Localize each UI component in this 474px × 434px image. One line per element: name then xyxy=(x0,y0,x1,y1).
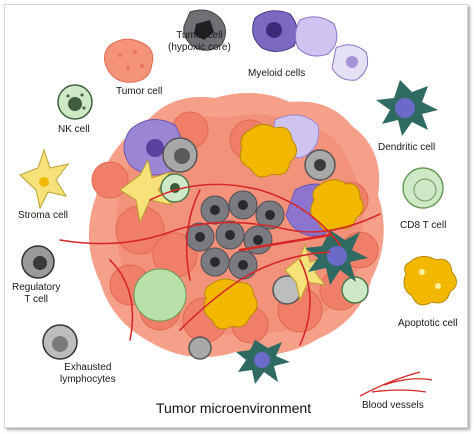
exhausted-lymphocytes-in-mass xyxy=(162,137,336,360)
cd8-t-cell-icon xyxy=(402,167,444,209)
nk-cell-icon xyxy=(57,84,93,120)
figure-title: Tumor microenvironment xyxy=(156,400,312,416)
label-myeloid-cells: Myeloid cells xyxy=(248,68,306,79)
label-cd8-t-cell: CD8 T cell xyxy=(400,220,447,231)
label-blood-vessels: Blood vessels xyxy=(362,400,424,411)
label-exhausted-lymphocytes: Exhausted lymphocytes xyxy=(60,362,116,386)
label-regulatory-line1: Regulatory xyxy=(12,282,61,293)
blood-vessels-icon xyxy=(359,371,433,397)
tumor-cell xyxy=(91,161,129,199)
stroma-cell-icon xyxy=(19,148,70,210)
dendritic-cell-icon xyxy=(376,80,438,136)
nk-cells-in-mass xyxy=(133,173,369,322)
label-regulatory-t-cell: Regulatory T cell xyxy=(12,282,60,306)
exhausted-lymphocytes-icon xyxy=(42,324,78,360)
label-stroma-cell: Stroma cell xyxy=(18,210,69,221)
tumor-cell-icon xyxy=(104,38,154,83)
label-exhausted-line2: lymphocytes xyxy=(60,374,116,385)
regulatory-t-cell-icon xyxy=(21,245,55,279)
label-nk-cell: NK cell xyxy=(58,124,90,135)
label-dendritic-cell: Dendritic cell xyxy=(378,142,436,153)
label-hypoxic-tumor-cell: Tumor cell (hypoxic core) xyxy=(168,30,231,54)
label-regulatory-line2: T cell xyxy=(24,294,49,305)
label-hypoxic-line1: Tumor cell xyxy=(176,30,223,41)
dendritic-cell-in-mass xyxy=(236,230,368,384)
apoptotic-cells-in-mass xyxy=(203,124,364,330)
myeloid-cells-icon xyxy=(252,10,369,81)
label-tumor-cell: Tumor cell xyxy=(116,86,163,97)
hypoxic-tumor-cell-icon xyxy=(183,9,226,51)
blood-vessels-in-mass xyxy=(59,183,381,346)
hypoxic-core xyxy=(185,190,285,280)
apoptotic-cell-icon xyxy=(403,256,457,306)
label-exhausted-line1: Exhausted xyxy=(64,362,112,373)
label-hypoxic-line2: (hypoxic core) xyxy=(168,42,231,53)
label-apoptotic-cell: Apoptotic cell xyxy=(398,318,458,329)
